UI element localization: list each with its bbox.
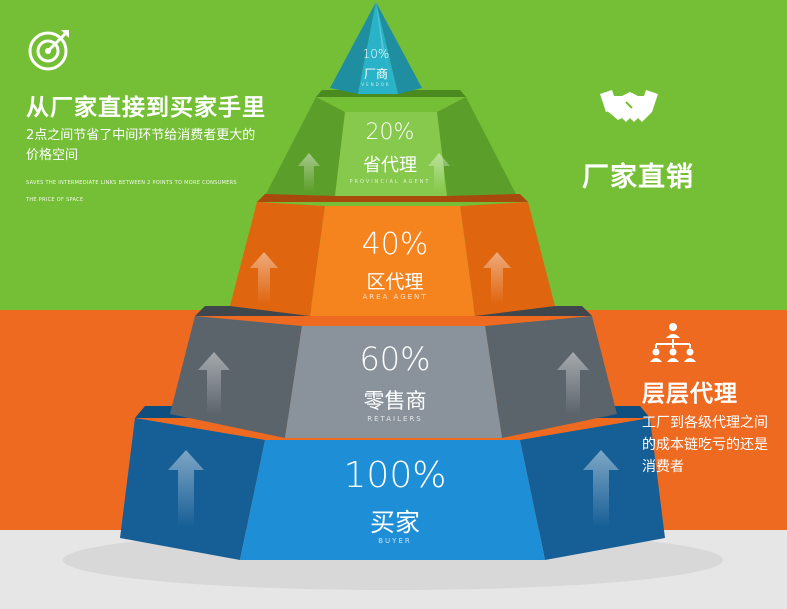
tier-provincial (266, 90, 516, 196)
left-en-line2: THE PRICE OF SPACE (26, 197, 84, 203)
tier-buyer-right-face (520, 418, 665, 560)
tier-vendor-left-face (330, 2, 376, 94)
tier-retailers-right-arrow (557, 352, 589, 414)
left-desc-line1: 2点之间节省了中间环节给消费者更大的 (26, 128, 256, 143)
tier-area (230, 194, 555, 316)
tier-retailers-right-face (485, 316, 617, 438)
tier-vendor-front-face (358, 2, 398, 94)
left-desc-line2: 价格空间 (26, 148, 79, 163)
tier-retailers-en: RETAILERS (367, 415, 423, 423)
right-top-title: 厂家直销 (582, 162, 694, 193)
tier-vendor-name: 厂商 (363, 67, 388, 81)
tier-area-pct: 40% (361, 227, 429, 262)
tier-area-front-face (310, 206, 475, 316)
tier-retailers-name: 零售商 (363, 389, 427, 413)
tier-buyer-pct: 100% (343, 455, 447, 496)
tier-buyer-right-arrow (583, 450, 619, 528)
tier-area-right-face (460, 202, 555, 316)
tier-vendor-en: VENDOR (361, 82, 391, 87)
tier-buyer-left-arrow (168, 450, 204, 528)
tier-vendor-pct: 10% (362, 47, 390, 61)
tier-area-left-face (230, 202, 325, 316)
tier-provincial-front-face (335, 112, 447, 196)
org-chart-icon (650, 323, 696, 362)
tier-provincial-right-arrow (428, 153, 450, 192)
tier-provincial-name: 省代理 (363, 155, 417, 176)
tier-vendor (330, 2, 422, 94)
tier-provincial-right-face (437, 97, 516, 196)
tier-vendor-right-face (376, 2, 422, 94)
tier-retailers-front-face (285, 326, 502, 438)
tier-retailers-left-face (170, 316, 302, 438)
handshake-icon (600, 90, 658, 122)
tier-buyer-en: BUYER (378, 537, 412, 545)
tier-provincial-en: PROVINCIAL AGENT (349, 179, 431, 185)
right-desc-line2: 的成本链吃亏的还是 (642, 437, 768, 453)
tier-retailers-left-arrow (198, 352, 230, 414)
right-bottom-title: 层层代理 (642, 381, 738, 407)
right-desc-line1: 工厂到各级代理之间 (642, 415, 768, 431)
tier-provincial-pct: 20% (365, 120, 415, 145)
tier-area-en: AREA AGENT (362, 293, 428, 301)
left-en-line1: SAVES THE INTERMEDIATE LINKS BETWEEN 2 P… (26, 180, 237, 186)
tier-area-top-edge (257, 194, 528, 202)
left-title: 从厂家直接到买家手里 (26, 95, 266, 121)
tier-retailers (170, 306, 617, 438)
tier-area-name: 区代理 (366, 271, 424, 293)
tier-provincial-left-face (266, 97, 345, 196)
tier-area-left-arrow (250, 252, 278, 304)
tier-retailers-pct: 60% (359, 340, 431, 378)
tier-provincial-left-arrow (298, 153, 320, 192)
target-icon (28, 30, 69, 71)
tier-buyer-front-face (240, 440, 545, 560)
right-desc-line3: 消费者 (642, 459, 684, 475)
tier-area-right-arrow (483, 252, 511, 304)
tier-buyer-name: 买家 (369, 508, 420, 537)
